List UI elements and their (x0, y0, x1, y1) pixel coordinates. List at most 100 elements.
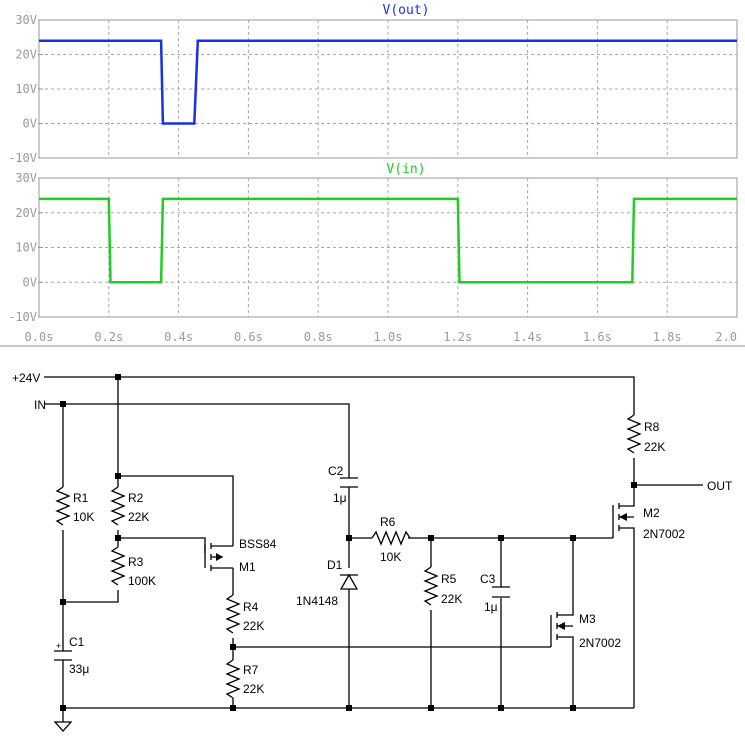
c2-value: 1μ (333, 491, 347, 505)
y-tick-label: 0V (23, 275, 37, 289)
r3-value: 100K (128, 574, 156, 588)
m3-ref: M3 (579, 612, 596, 626)
junction (115, 473, 121, 479)
junction (346, 705, 352, 711)
wires (44, 376, 703, 709)
r2-symbol (110, 486, 126, 526)
m1-value: BSS84 (239, 537, 277, 551)
y-tick-label: 0V (23, 117, 37, 131)
c2-ref: C2 (328, 464, 344, 478)
series-line (39, 39, 737, 125)
m2-arrow (619, 513, 627, 521)
x-tick-label: 0.4s (164, 330, 193, 344)
r4-ref: R4 (243, 600, 259, 614)
r7-value: 22K (243, 682, 264, 696)
junction (498, 705, 504, 711)
junction (428, 705, 434, 711)
y-tick-label: -10V (8, 310, 37, 324)
r6-symbol (371, 530, 411, 546)
junction (631, 482, 637, 488)
m1-arrow (216, 553, 223, 561)
y-tick-label: 30V (15, 13, 37, 27)
r7-ref: R7 (243, 663, 259, 677)
x-tick-label: 1.4s (513, 330, 542, 344)
junction (570, 535, 576, 541)
ground-symbol (53, 708, 73, 732)
r4-value: 22K (243, 619, 264, 633)
net-24v-label: +24V (12, 371, 40, 385)
r6-ref: R6 (380, 515, 396, 529)
m3-symbol (550, 607, 574, 650)
x-tick-label: 1.0s (374, 330, 403, 344)
r5-value: 22K (441, 592, 462, 606)
x-tick-label: 0.2s (94, 330, 123, 344)
vout-chart: 30V 20V 10V 0V -10V V(out) (8, 3, 738, 165)
y-tick-label: 10V (15, 82, 37, 96)
junction (115, 374, 121, 380)
r5-symbol (423, 566, 439, 606)
c1-plus: + (56, 641, 61, 651)
c3-ref: C3 (480, 572, 496, 586)
junction (346, 535, 352, 541)
junction (230, 644, 236, 650)
junction (115, 535, 121, 541)
net-in-label: IN (34, 398, 46, 412)
y-tick-label: -10V (8, 151, 37, 165)
plot-background (0, 0, 745, 346)
m3-arrow (557, 622, 565, 630)
m2-ref: M2 (643, 506, 660, 520)
junctions (60, 374, 637, 711)
junction (570, 705, 576, 711)
x-tick-label: 1.8s (653, 330, 682, 344)
m2-symbol (612, 498, 635, 541)
x-tick-label: 1.6s (583, 330, 612, 344)
c3-value: 1μ (484, 600, 498, 614)
r8-ref: R8 (644, 420, 660, 434)
junction (428, 535, 434, 541)
r3-symbol (110, 546, 126, 586)
wire-m1-gate (118, 537, 206, 553)
y-tick-label: 30V (15, 171, 37, 185)
m1-symbol (204, 533, 234, 575)
junction (60, 599, 66, 605)
d1-value: 1N4148 (296, 594, 338, 608)
m2-value: 2N7002 (643, 527, 685, 541)
m1-ref: M1 (239, 560, 256, 574)
r2-ref: R2 (128, 491, 144, 505)
junction (230, 705, 236, 711)
c1-value: 33μ (69, 662, 89, 676)
r1-ref: R1 (73, 491, 89, 505)
r1-value: 10K (73, 510, 94, 524)
c2-symbol (340, 470, 358, 488)
r5-ref: R5 (441, 572, 457, 586)
r2-value: 22K (128, 510, 149, 524)
junction (498, 535, 504, 541)
chart-title: V(out) (383, 3, 430, 18)
wire-r3-to-c1 (63, 590, 119, 603)
x-tick-label: 1.2s (443, 330, 472, 344)
y-tick-label: 10V (15, 241, 37, 255)
r6-value: 10K (380, 550, 401, 564)
r4-symbol (225, 594, 241, 634)
y-tick-label: 20V (15, 48, 37, 62)
c1-ref: C1 (69, 635, 85, 649)
y-tick-label: 20V (15, 206, 37, 220)
wire-m1-source (118, 475, 234, 533)
r3-ref: R3 (128, 555, 144, 569)
m3-value: 2N7002 (579, 636, 621, 650)
wire-in-rail (44, 403, 350, 470)
x-tick-label: 0.8s (304, 330, 333, 344)
junction (60, 401, 66, 407)
c3-symbol (492, 586, 510, 598)
r8-symbol (626, 414, 642, 454)
x-tick-label: 0.0s (25, 330, 54, 344)
x-tick-label: 2.0 (715, 330, 737, 344)
series-line (39, 197, 737, 284)
r1-symbol (55, 486, 71, 526)
net-out-label: OUT (707, 479, 733, 493)
schematic: +24V IN OUT R1 10K R2 22K R3 100K R4 22K… (12, 371, 733, 732)
r8-value: 22K (644, 440, 665, 454)
d1-symbol (339, 573, 359, 598)
